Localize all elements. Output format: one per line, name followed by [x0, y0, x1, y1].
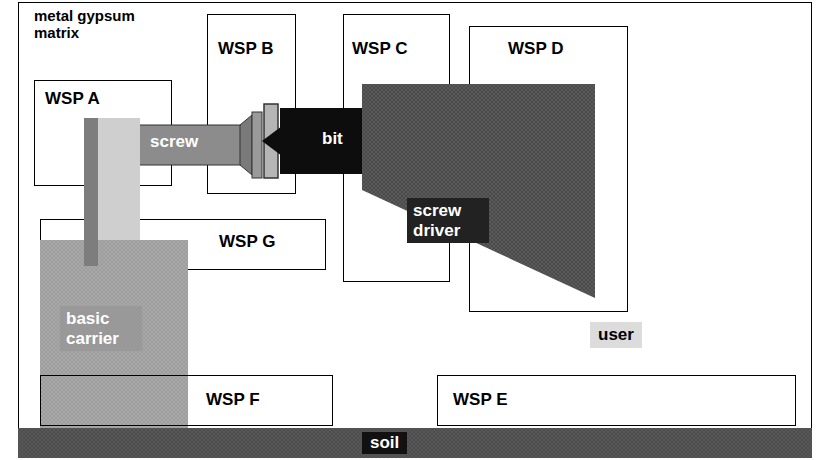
screw-label: screw — [150, 132, 198, 152]
screw-driver: screw driver — [362, 84, 595, 298]
screw-driver-outline — [362, 84, 595, 298]
wsp-box-label: WSP C — [352, 39, 407, 59]
soil-band-outline — [18, 428, 812, 458]
basic-carrier-label: basic carrier — [60, 306, 142, 351]
wsp-box: WSP E — [437, 375, 796, 426]
wsp-box-label: WSP G — [219, 232, 275, 252]
soil-band-label: soil — [362, 432, 407, 454]
basic-carrier: basic carrier — [40, 118, 188, 428]
user-label: user — [590, 322, 642, 348]
user-outline — [488, 74, 778, 425]
bit-label: bit — [322, 129, 343, 149]
screw-driver-label: screw driver — [407, 198, 489, 243]
wsp-box-label: WSP D — [508, 39, 563, 59]
wsp-box: WSP F — [40, 375, 333, 426]
matrix-frame-label: metal gypsum matrix — [34, 7, 159, 42]
basic-carrier-outline — [40, 118, 188, 428]
soil-band: soil — [18, 428, 812, 458]
user: user — [488, 74, 778, 425]
matrix-frame: metal gypsum matrixWSP A WSP B WSP C WSP D s… — [18, 2, 812, 458]
wsp-box-label: WSP E — [453, 390, 507, 410]
wsp-box-label: WSP B — [218, 39, 273, 59]
wsp-box-label: WSP F — [206, 390, 260, 410]
wsp-box-label: WSP A — [45, 89, 100, 109]
